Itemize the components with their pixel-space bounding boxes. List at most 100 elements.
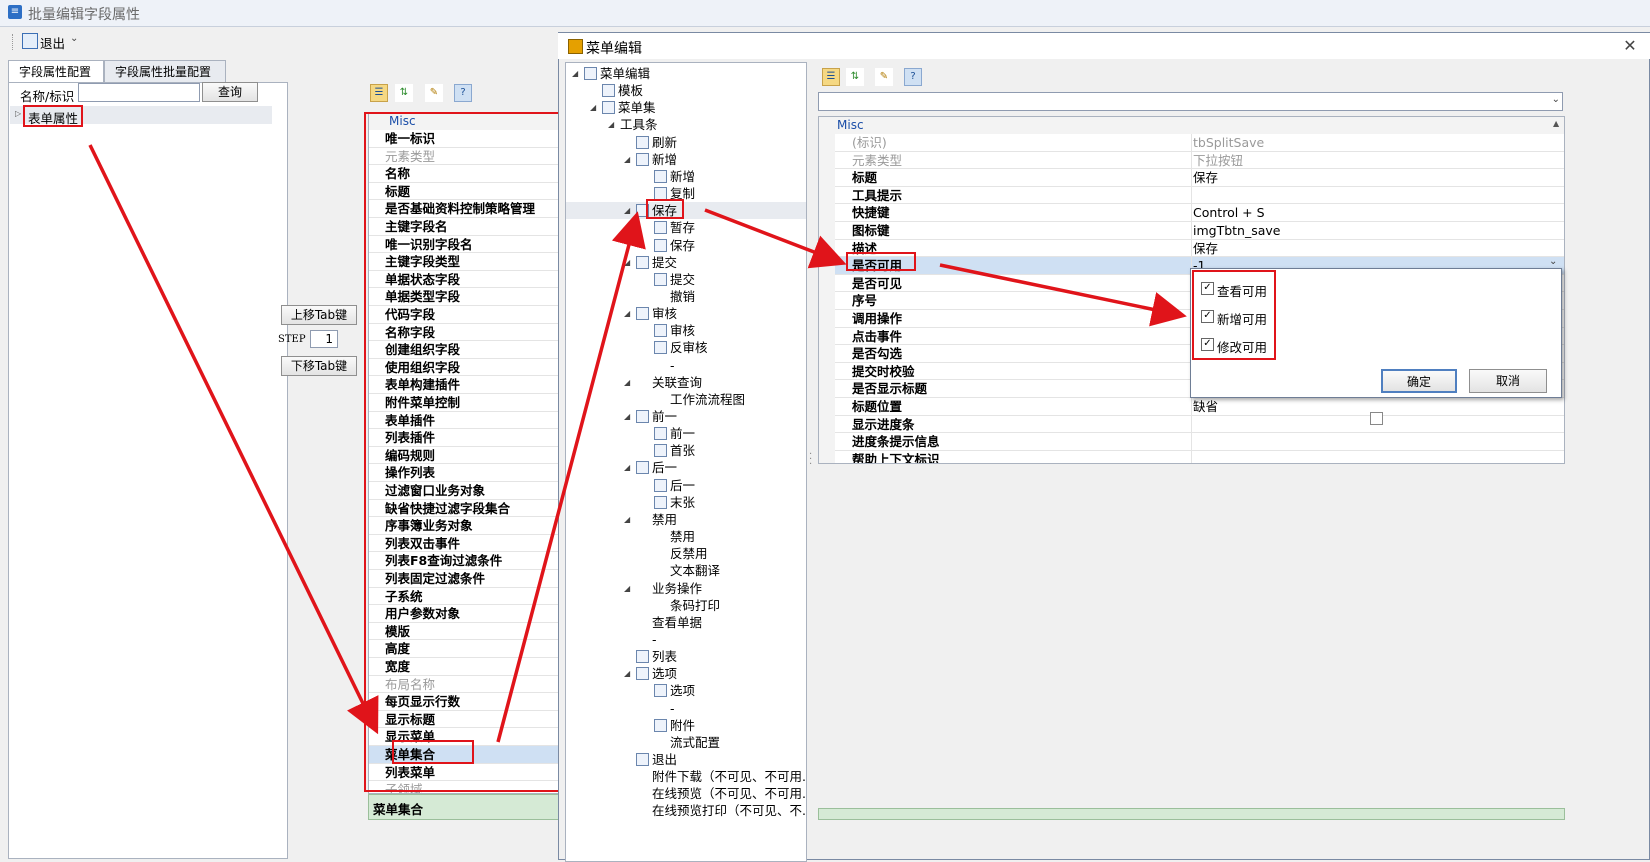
tree-node[interactable]: 提交 xyxy=(636,254,677,271)
property-row[interactable]: 显示标题 xyxy=(369,711,561,729)
property-row[interactable]: 过滤窗口业务对象 xyxy=(369,482,561,500)
categorized-icon[interactable]: ☰ xyxy=(370,84,388,102)
property-value[interactable]: tbSplitSave xyxy=(1193,135,1265,150)
query-button[interactable]: 查询 xyxy=(202,82,258,102)
collapse-arrow-icon[interactable]: ◢ xyxy=(624,309,631,319)
property-row[interactable]: 高度 xyxy=(369,640,561,658)
expand-arrow-icon[interactable]: ▷ xyxy=(15,109,22,118)
collapse-arrow-icon[interactable]: ◢ xyxy=(624,206,631,216)
move-up-tab-button[interactable]: 上移Tab键 xyxy=(281,305,357,325)
property-row[interactable]: 主键字段名 xyxy=(369,218,561,236)
chevron-down-icon[interactable]: ⌄ xyxy=(70,33,79,44)
tree-node[interactable]: 在线预览（不可见、不可用... xyxy=(636,785,806,802)
property-row[interactable]: 缺省快捷过滤字段集合 xyxy=(369,500,561,518)
collapse-arrow-icon[interactable]: ◢ xyxy=(624,377,631,387)
collapse-arrow-icon[interactable]: ◢ xyxy=(608,120,615,130)
property-row[interactable]: 显示进度条 xyxy=(835,415,1564,434)
property-row[interactable]: 列表插件 xyxy=(369,429,561,447)
property-row[interactable]: 代码字段 xyxy=(369,306,561,324)
tab-field-config[interactable]: 字段属性配置 xyxy=(8,60,104,84)
tree-node[interactable]: 刷新 xyxy=(636,134,677,151)
tree-node[interactable]: 退出 xyxy=(636,751,677,768)
property-row[interactable]: 列表双击事件 xyxy=(369,535,561,553)
option-checkbox[interactable]: ✓ xyxy=(1201,282,1214,295)
collapse-arrow-icon[interactable]: ◢ xyxy=(624,583,631,593)
property-row[interactable]: 单据状态字段 xyxy=(369,271,561,289)
tree-node[interactable]: 审核 xyxy=(654,322,695,339)
splitter-handle[interactable]: ··· xyxy=(809,449,813,470)
property-row[interactable]: 附件菜单控制 xyxy=(369,394,561,412)
option-checkbox[interactable]: ✓ xyxy=(1201,338,1214,351)
sort-icon-right[interactable]: ⇅ xyxy=(846,68,864,86)
tree-node[interactable]: 禁用 xyxy=(654,528,695,545)
property-row[interactable]: 列表F8查询过滤条件 xyxy=(369,552,561,570)
tree-node[interactable]: 前一 xyxy=(654,425,695,442)
tree-node[interactable]: 菜单集 xyxy=(602,99,656,116)
tree-node[interactable]: 新增 xyxy=(654,168,695,185)
tree-node[interactable]: 文本翻译 xyxy=(654,562,720,579)
tree-node[interactable]: 禁用 xyxy=(636,511,677,528)
property-row[interactable]: 模版 xyxy=(369,623,561,641)
property-row[interactable]: 描述保存 xyxy=(835,239,1564,258)
property-row[interactable]: 编码规则 xyxy=(369,447,561,465)
help-page-icon[interactable]: ? xyxy=(454,84,472,102)
tree-node[interactable]: 后一 xyxy=(654,477,695,494)
close-icon[interactable]: ✕ xyxy=(1623,36,1637,55)
collapse-arrow-icon[interactable]: ◢ xyxy=(624,669,631,679)
tree-node[interactable]: 撤销 xyxy=(654,288,695,305)
property-value[interactable]: imgTbtn_save xyxy=(1193,223,1281,238)
tree-node[interactable]: 附件下载（不可见、不可用... xyxy=(636,768,806,785)
tree-node[interactable]: 流式配置 xyxy=(654,734,720,751)
property-row[interactable]: 工具提示 xyxy=(835,186,1564,205)
property-pages-icon[interactable]: ✎ xyxy=(425,84,443,102)
property-value[interactable]: 下拉按钮 xyxy=(1193,152,1244,168)
property-row[interactable]: 使用组织字段 xyxy=(369,359,561,377)
sort-icon[interactable]: ⇅ xyxy=(395,84,413,102)
tree-node[interactable]: 工具条 xyxy=(620,116,658,133)
chevron-down-icon[interactable]: ⌄ xyxy=(1551,94,1560,105)
property-row[interactable]: 表单构建插件 xyxy=(369,376,561,394)
tree-node[interactable]: 在线预览打印（不可见、不... xyxy=(636,802,806,819)
tree-node[interactable]: 菜单编辑 xyxy=(584,65,650,82)
property-row[interactable]: 每页显示行数 xyxy=(369,693,561,711)
scroll-up-icon[interactable]: ▲ xyxy=(1553,119,1560,128)
tree-node[interactable]: 列表 xyxy=(636,648,677,665)
collapse-arrow-icon[interactable]: ◢ xyxy=(624,412,631,421)
tree-node[interactable]: 暂存 xyxy=(654,219,695,236)
tree-node[interactable]: 查看单据 xyxy=(636,614,702,631)
exit-button[interactable]: 退出 xyxy=(40,36,66,51)
property-value[interactable]: 缺省 xyxy=(1193,399,1219,414)
enabled-dropdown-chevron-icon[interactable]: ⌄ xyxy=(1549,256,1558,267)
property-row[interactable]: 标题保存 xyxy=(835,169,1564,187)
property-row[interactable]: 表单插件 xyxy=(369,412,561,430)
option-label[interactable]: 查看可用 xyxy=(1217,284,1268,299)
tree-node[interactable]: 后一 xyxy=(636,459,677,476)
property-row[interactable]: 创建组织字段 xyxy=(369,341,561,359)
property-row[interactable]: 子领域 xyxy=(369,781,561,793)
tree-node[interactable]: - xyxy=(654,700,675,717)
tree-node[interactable]: 保存 xyxy=(654,237,695,254)
property-row[interactable]: 列表菜单 xyxy=(369,764,561,782)
collapse-arrow-icon[interactable]: ◢ xyxy=(624,463,631,473)
tree-node[interactable]: 工作流流程图 xyxy=(654,391,745,408)
collapse-arrow-icon[interactable]: ◢ xyxy=(590,103,597,113)
property-row[interactable]: 布局名称 xyxy=(369,676,561,694)
option-label[interactable]: 修改可用 xyxy=(1217,340,1268,355)
property-row[interactable]: 进度条提示信息 xyxy=(835,433,1564,451)
collapse-arrow-icon[interactable]: ◢ xyxy=(572,69,579,78)
property-row[interactable]: 名称 xyxy=(369,165,561,183)
tree-node[interactable]: - xyxy=(654,357,675,374)
property-row[interactable]: 元素类型 xyxy=(369,148,561,166)
property-row[interactable]: (标识)tbSplitSave xyxy=(835,134,1564,152)
property-row[interactable]: 帮助上下文标识 xyxy=(835,450,1564,463)
tree-node[interactable]: 条码打印 xyxy=(654,597,720,614)
property-row[interactable]: 列表固定过滤条件 xyxy=(369,570,561,588)
help-page-icon-right[interactable]: ? xyxy=(904,68,922,86)
tree-node[interactable]: - xyxy=(636,631,657,648)
property-row[interactable]: 子系统 xyxy=(369,588,561,606)
tree-node[interactable]: 业务操作 xyxy=(636,580,702,597)
property-row[interactable]: 操作列表 xyxy=(369,464,561,482)
option-label[interactable]: 新增可用 xyxy=(1217,312,1268,327)
